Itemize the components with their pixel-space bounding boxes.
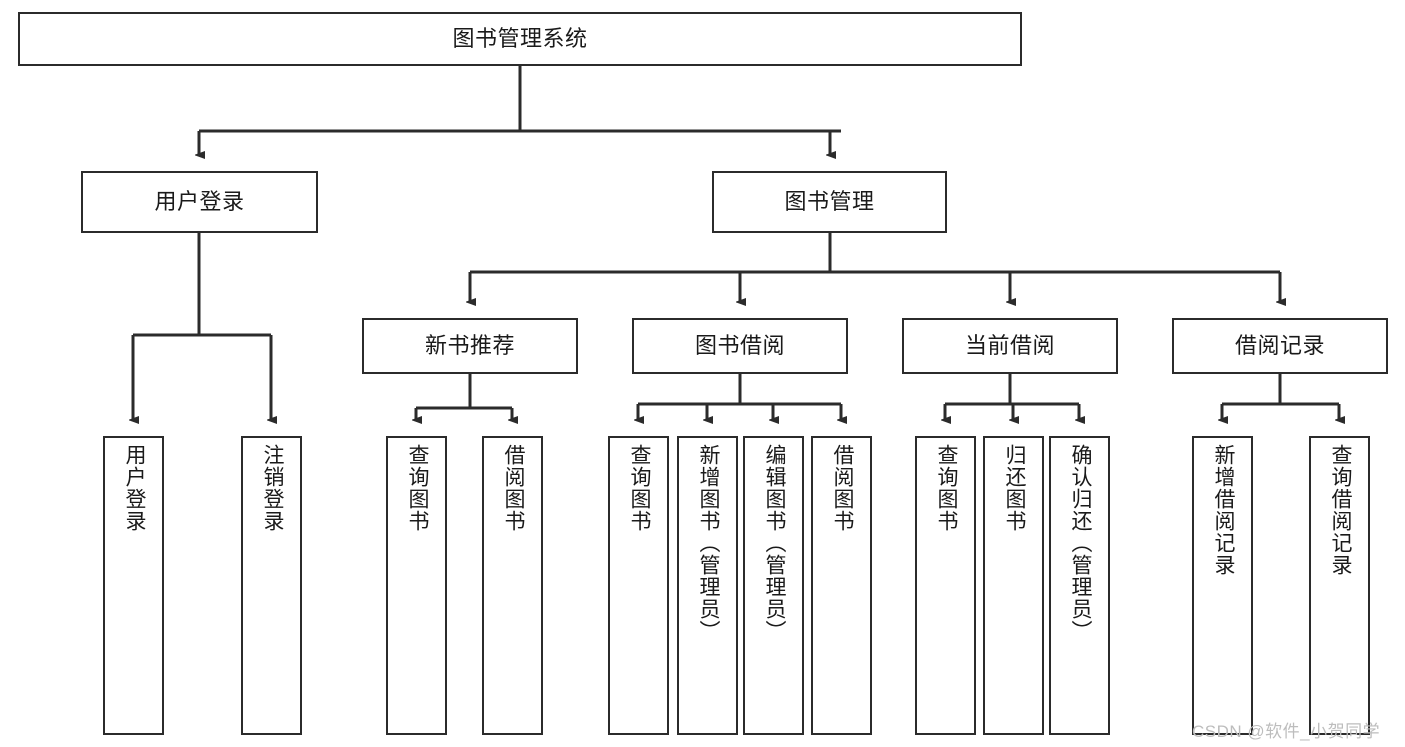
node-leaf-2[interactable]: 注销登录 (241, 436, 302, 735)
node-label: 图书管理系统 (452, 25, 588, 51)
node-borrow-log[interactable]: 借阅记录 (1172, 318, 1388, 374)
node-new-rec[interactable]: 新书推荐 (362, 318, 578, 374)
node-label: 当前借阅 (964, 332, 1055, 358)
node-label: 借阅记录 (1234, 332, 1325, 358)
node-leaf-3[interactable]: 查询图书 (386, 436, 447, 735)
node-label: 新增图书（管理员） (696, 444, 720, 642)
csdn-watermark: CSDN @软件_小贺同学 (1192, 722, 1381, 741)
node-label: 查询借阅记录 (1328, 444, 1352, 576)
node-leaf-8[interactable]: 借阅图书 (811, 436, 872, 735)
node-leaf-7[interactable]: 编辑图书（管理员） (743, 436, 804, 735)
node-label: 借阅图书 (830, 444, 854, 532)
node-label: 用户登录 (122, 444, 146, 532)
node-leaf-13[interactable]: 查询借阅记录 (1309, 436, 1370, 735)
node-book-mgmt[interactable]: 图书管理 (712, 171, 947, 233)
node-user-login[interactable]: 用户登录 (81, 171, 318, 233)
node-leaf-9[interactable]: 查询图书 (915, 436, 976, 735)
node-label: 图书借阅 (694, 332, 785, 358)
node-cur-borrow[interactable]: 当前借阅 (902, 318, 1118, 374)
node-label: 编辑图书（管理员） (762, 444, 786, 642)
node-leaf-12[interactable]: 新增借阅记录 (1192, 436, 1253, 735)
node-root[interactable]: 图书管理系统 (18, 12, 1022, 66)
node-label: 借阅图书 (501, 444, 525, 532)
node-leaf-11[interactable]: 确认归还（管理员） (1049, 436, 1110, 735)
node-label: 注销登录 (260, 444, 284, 532)
node-label: 查询图书 (934, 444, 958, 532)
node-label: 确认归还（管理员） (1068, 444, 1092, 642)
node-label: 用户登录 (154, 188, 245, 214)
node-leaf-4[interactable]: 借阅图书 (482, 436, 543, 735)
node-label: 图书管理 (784, 188, 875, 214)
node-leaf-6[interactable]: 新增图书（管理员） (677, 436, 738, 735)
node-label: 查询图书 (405, 444, 429, 532)
node-label: 新书推荐 (424, 332, 515, 358)
node-leaf-1[interactable]: 用户登录 (103, 436, 164, 735)
node-label: 查询图书 (627, 444, 651, 532)
node-leaf-5[interactable]: 查询图书 (608, 436, 669, 735)
node-label: 新增借阅记录 (1211, 444, 1235, 576)
node-label: 归还图书 (1002, 444, 1026, 532)
node-book-borrow[interactable]: 图书借阅 (632, 318, 848, 374)
node-leaf-10[interactable]: 归还图书 (983, 436, 1044, 735)
